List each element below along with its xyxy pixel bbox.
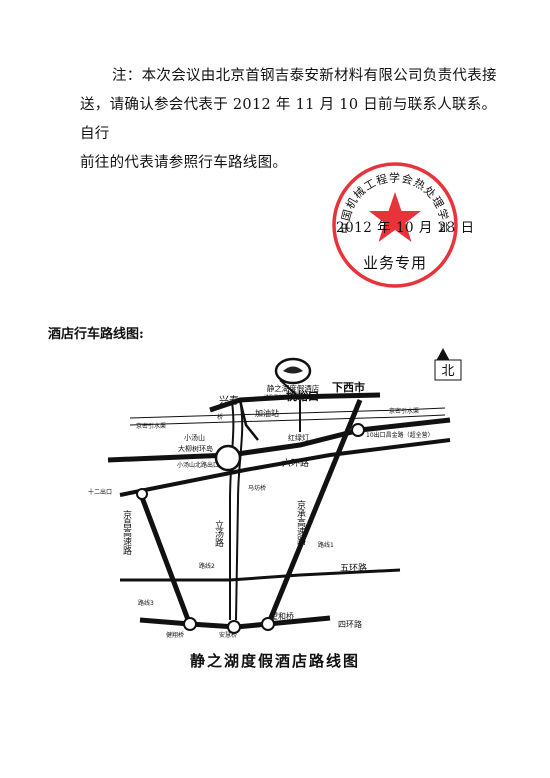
notice-line-1: 注：本次会议由北京首钢吉泰安新材料有限公司负责代表接	[112, 68, 497, 84]
hotel-name: 静之湖度假酒店	[267, 383, 320, 393]
notice-text: 注：本次会议由北京首钢吉泰安新材料有限公司负责代表接 送，请确认参会代表于 20…	[80, 62, 500, 178]
svg-text:北: 北	[441, 364, 454, 379]
label-litang: 立汤路	[213, 519, 224, 548]
label-xingshou: 兴寿	[219, 394, 239, 407]
seal-star-icon	[369, 192, 421, 242]
official-seal: 中国机械工程学会热处理学会 业务专用	[332, 162, 458, 288]
label-wuhuanlu: 五环路	[340, 562, 367, 574]
label-jiayouzhan: 加油站	[255, 408, 279, 418]
map-title: 静之湖度假酒店路线图	[190, 652, 360, 670]
label-exit12: 十二出口	[88, 488, 112, 496]
label-sihuanlu: 四环路	[338, 619, 362, 629]
label-route1: 路线1	[318, 541, 334, 549]
label-beichukou: 小汤山北路出口	[177, 461, 219, 469]
notice-line-3: 前往的代表请参照行车路线图。	[80, 155, 288, 171]
map-caption: 酒店行车路线图:	[48, 327, 144, 342]
label-liuhuanlu: 六环路	[282, 457, 309, 469]
label-mafangqiao: 马坊桥	[248, 484, 266, 492]
label-jingcheng: 京承高速路	[295, 499, 306, 546]
label-jianxiangqiao: 健翔桥	[166, 631, 184, 639]
seal-date: 2012 年 10 月 23 日	[336, 220, 475, 236]
seal-center-text: 业务专用	[363, 254, 427, 272]
label-exit10: 10出口昌金路（超全营）	[366, 431, 434, 439]
north-arrow-icon: 北	[434, 348, 462, 381]
label-wangheqiao: 望和桥	[270, 611, 294, 621]
label-xiaotangshan: 小汤山	[184, 433, 205, 442]
label-jingmiyinqu-right: 京密引水渠	[389, 407, 419, 415]
label-jingmiyinqu-left: 京密引水渠	[136, 422, 166, 430]
label-route3: 路线3	[138, 599, 154, 607]
label-taoyukou: 桃峪口	[286, 389, 319, 403]
label-route2: 路线2	[199, 562, 215, 570]
label-qiao: 桥	[217, 413, 223, 421]
label-daliuhuandao: 大柳树环岛	[178, 444, 213, 453]
label-anhuiqiao: 安慧桥	[219, 631, 237, 639]
notice-line-2: 送，请确认参会代表于 2012 年 11 月 10 日前与联系人联系。自行	[80, 97, 497, 142]
label-jingchang: 京昌高速路	[121, 509, 132, 556]
label-xiaxishi: 下西市	[332, 380, 365, 394]
label-honglvdeng: 红绿灯	[288, 433, 309, 442]
